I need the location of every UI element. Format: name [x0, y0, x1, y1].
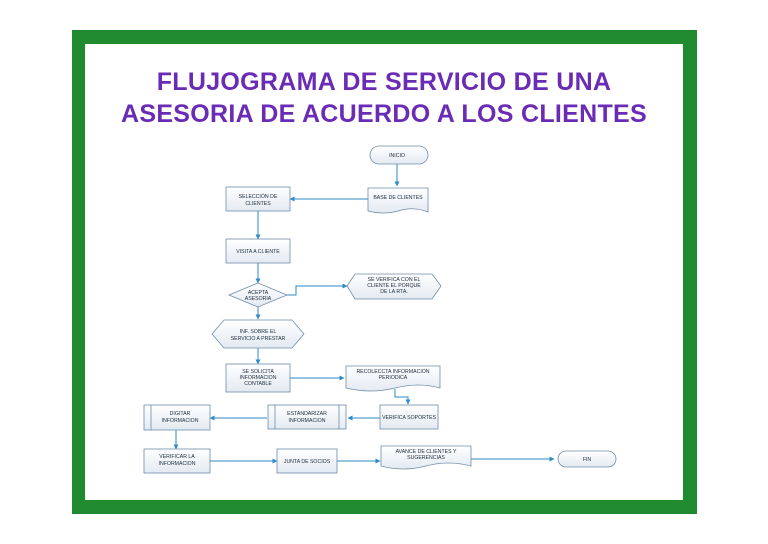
node-verificar-label-2: INFORMACION — [159, 461, 196, 467]
node-base-clientes-label: BASE DE CLIENTES — [373, 195, 423, 201]
node-recolecta-shape — [345, 365, 441, 392]
page-title: FLUJOGRAMA DE SERVICIO DE UNA ASESORIA D… — [85, 66, 683, 130]
node-acepta-shape — [227, 282, 289, 308]
title-line-1: FLUJOGRAMA DE SERVICIO DE UNA — [156, 68, 612, 96]
node-verificar-shape — [143, 448, 211, 474]
node-solicita-label-3: CONTABLE — [244, 381, 272, 387]
node-seleccion-label-2: CLIENTES — [245, 201, 271, 207]
node-fin-label: FIN — [583, 457, 592, 463]
arrow-acepta-verifica — [287, 283, 348, 296]
node-solicita-shape — [225, 363, 291, 393]
node-recolecta-label-2: PERIODICA — [379, 375, 408, 381]
node-digitar-label-1: DIGITAR — [170, 411, 191, 417]
node-estandarizar-label-2: INFORMACION — [289, 418, 326, 424]
node-verifica-soportes-label: VERIFICA SOPORTES — [382, 415, 436, 421]
node-recolecta-label-1: RECOLECCTA INFORMACION — [356, 369, 429, 375]
node-solicita-label-1: SE SOLICITA — [242, 369, 274, 375]
node-base-clientes-shape — [367, 187, 429, 214]
node-inicio-shape — [369, 145, 429, 165]
node-acepta-label-2: ASESORIA — [245, 296, 272, 302]
node-avance-shape — [380, 445, 472, 470]
node-fin-shape — [557, 450, 617, 468]
node-junta-shape — [276, 448, 338, 474]
node-visita-label: VISITA A CLIENTE — [236, 249, 280, 255]
node-verificar-label-1: VERIFICAR LA — [159, 454, 195, 460]
node-verifica-cliente-shape — [346, 273, 442, 300]
node-digitar-label-2: INFORMACION — [162, 418, 199, 424]
node-junta-label: JUNTA DE SOCIOS — [284, 459, 331, 465]
node-estandarizar-shape — [267, 404, 347, 430]
node-seleccion-shape — [225, 186, 291, 212]
node-solicita-label-2: INFORMACION — [240, 375, 277, 381]
title-line-2: ASESORIA DE ACUERDO A LOS CLIENTES — [121, 100, 647, 128]
node-acepta-label-1: ACEPTA — [248, 290, 269, 296]
node-verifica-cliente-label-1: SE VERIFICA CON EL — [368, 277, 421, 283]
node-inf-shape — [211, 319, 305, 349]
node-verifica-cliente-label-2: CLIENTE EL PORQUE — [367, 283, 421, 289]
node-estandarizar-label-1: ESTANDARIZAR — [287, 411, 327, 417]
node-avance-label-2: SUGERENCIAS — [407, 455, 445, 461]
node-verifica-soportes-shape — [379, 404, 439, 430]
node-seleccion-label-1: SELECCIÓN DE — [239, 193, 278, 200]
node-visita-shape — [225, 238, 291, 264]
node-avance-label-1: AVANCE DE CLIENTES Y — [396, 449, 457, 455]
node-inf-label-1: INF. SOBRE EL — [240, 329, 277, 335]
arrow-recolecta-soportes — [394, 389, 411, 405]
node-digitar-shape — [143, 404, 211, 431]
node-verifica-cliente-label-3: DE LA RTA. — [380, 289, 407, 295]
node-inf-label-2: SERVICIO A PRESTAR — [231, 336, 286, 342]
node-inicio-label: INICIO — [389, 153, 405, 159]
